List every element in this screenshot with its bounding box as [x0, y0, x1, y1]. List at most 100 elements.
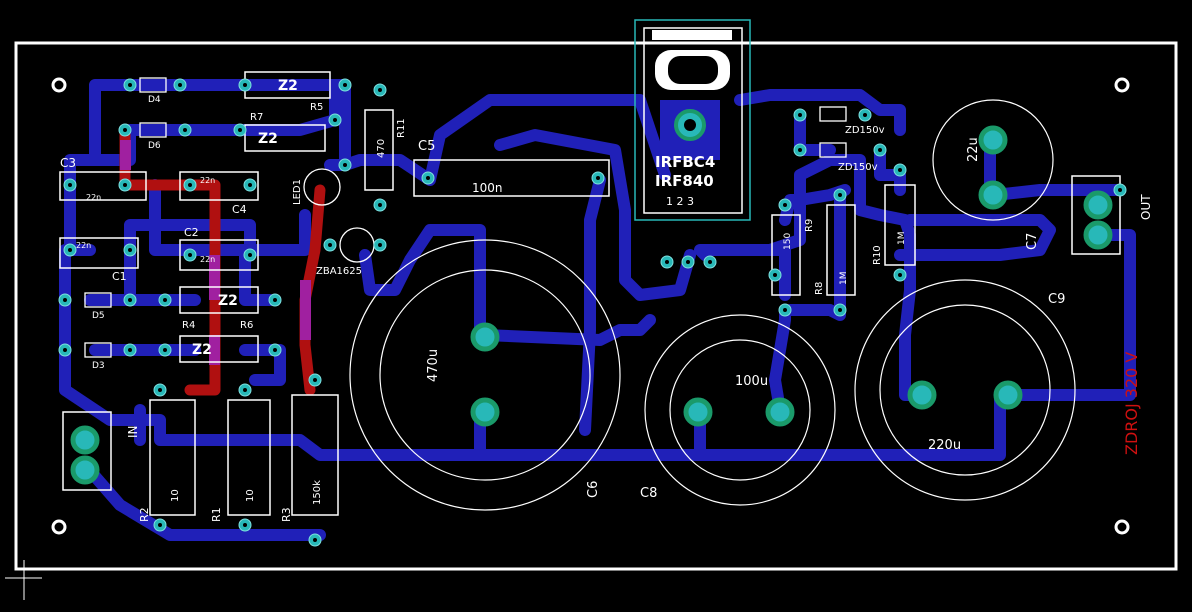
- r8-ref: R8: [814, 282, 825, 295]
- pad-hole: [183, 128, 187, 132]
- track: [479, 314, 656, 346]
- d4-body: [139, 77, 167, 93]
- c9-ref: C9: [1048, 292, 1065, 307]
- c5-ref: C5: [418, 139, 435, 154]
- r7-value: Z2: [258, 131, 278, 147]
- r10-body: [884, 184, 916, 266]
- mosfet-mount-hole: [684, 119, 696, 131]
- c3-body: [59, 171, 147, 201]
- pad-hole: [273, 298, 277, 302]
- track: [734, 89, 906, 136]
- r3-value: 150k: [312, 480, 323, 505]
- heatsink-outline: [634, 19, 751, 221]
- in-label: IN: [126, 425, 140, 438]
- pad-hole: [878, 148, 882, 152]
- r11-value: 470: [376, 139, 387, 158]
- d6-body: [139, 122, 167, 138]
- c2-value: 22n: [200, 255, 215, 264]
- pad-hole: [163, 348, 167, 352]
- r2-value: 10: [170, 489, 181, 502]
- mounting-holes: [51, 77, 1130, 535]
- overlap: [300, 280, 311, 340]
- pad-large: [70, 455, 100, 485]
- pad-hole: [128, 248, 132, 252]
- zd2-body: [819, 142, 847, 158]
- zd2-value: ZD150v: [838, 162, 878, 173]
- pad-large: [993, 380, 1023, 410]
- mosfet-line1: IRFBC4: [655, 153, 715, 171]
- pad-hole: [243, 388, 247, 392]
- pad-hole: [898, 273, 902, 277]
- c9-value: 220u: [928, 438, 961, 453]
- pad-large: [907, 380, 937, 410]
- c6-inner: [379, 269, 591, 481]
- in-connector-body: [62, 411, 112, 491]
- c8-outline: [644, 314, 836, 506]
- track: [579, 174, 606, 436]
- pad-hole: [863, 113, 867, 117]
- pad-hole: [313, 378, 317, 382]
- pad-large: [1083, 190, 1113, 220]
- pad-hole: [378, 88, 382, 92]
- r1-value: 10: [245, 489, 256, 502]
- track: [989, 184, 1126, 201]
- r9-ref: R9: [804, 219, 815, 232]
- pad-hole: [158, 388, 162, 392]
- pad-large: [470, 322, 500, 352]
- c8-ref: C8: [640, 486, 657, 501]
- mounting-hole: [51, 519, 67, 535]
- track: [59, 244, 1006, 461]
- pad-large: [765, 397, 795, 427]
- r11-ref: R11: [396, 118, 407, 138]
- r7-body: [244, 124, 326, 152]
- r8-value: 1M: [839, 272, 849, 286]
- c1-ref: C1: [112, 270, 127, 283]
- d3-ref: D3: [92, 361, 105, 371]
- pad-hole: [665, 260, 669, 264]
- r1-ref: R1: [210, 507, 223, 522]
- pad-hole: [426, 176, 430, 180]
- capacitor-outlines: [349, 99, 1076, 511]
- zd1-body: [819, 106, 847, 122]
- pad-hole: [798, 148, 802, 152]
- pad-hole: [838, 193, 842, 197]
- c7-ref: C7: [1025, 233, 1040, 250]
- track: [874, 144, 906, 196]
- c2-ref: C2: [184, 226, 199, 239]
- track: [239, 344, 286, 386]
- pad-hole: [63, 298, 67, 302]
- c7-outline: [932, 99, 1054, 221]
- pad-hole: [328, 243, 332, 247]
- mosfet-package: IRFBC4 IRF840 1 2 3: [634, 19, 751, 221]
- track: [1004, 229, 1136, 401]
- mixed-layer-overlaps: [120, 140, 311, 365]
- d5-body: [84, 292, 112, 308]
- d3-body: [84, 342, 112, 358]
- pad-hole: [128, 348, 132, 352]
- r3-ref: R3: [280, 507, 293, 522]
- pad-hole: [343, 83, 347, 87]
- pad-hole: [378, 203, 382, 207]
- pad-large: [978, 180, 1008, 210]
- c2-body: [179, 239, 259, 271]
- pad-hole: [596, 176, 600, 180]
- pad-hole: [686, 260, 690, 264]
- pad-hole: [158, 523, 162, 527]
- pads: [58, 78, 1127, 547]
- r6-body: [179, 335, 259, 363]
- mosfet-outline: [643, 27, 743, 214]
- mounting-hole: [1114, 519, 1130, 535]
- r10-ref: R10: [872, 245, 883, 265]
- overlap: [209, 335, 220, 365]
- pad-hole: [333, 118, 337, 122]
- pad-hole: [773, 273, 777, 277]
- c3-ref: C3: [60, 156, 76, 170]
- pad-large: [1083, 220, 1113, 250]
- pad-hole: [163, 298, 167, 302]
- c6-ref: C6: [586, 481, 601, 498]
- pad-hole: [188, 183, 192, 187]
- mounting-hole: [51, 77, 67, 93]
- pad-hole: [243, 83, 247, 87]
- small-components: [84, 77, 847, 358]
